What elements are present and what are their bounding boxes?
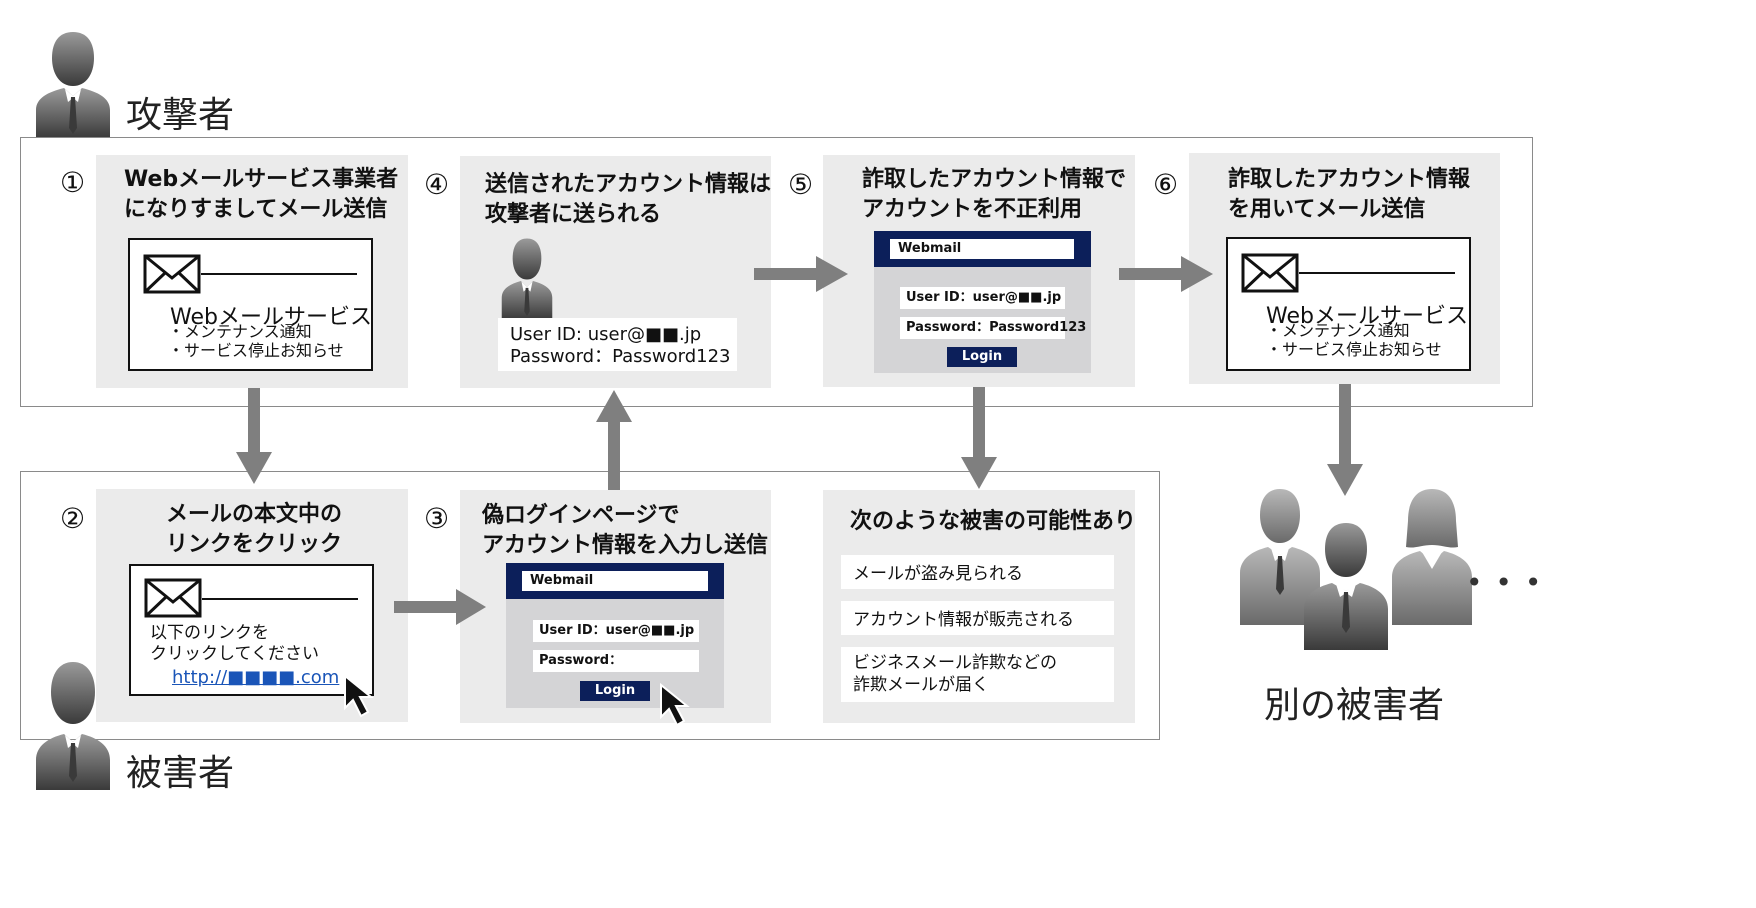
sent-mail-title: Webメールサービス: [1266, 304, 1468, 329]
damage-title: 次のような被害の可能性あり: [850, 509, 1137, 534]
password-field: Password：Password123: [900, 317, 1086, 339]
email-subject-line: [1299, 272, 1455, 274]
link-mail-line: 以下のリンクを: [150, 623, 269, 643]
user-id-field: User ID：user@■■.jp: [900, 287, 1065, 309]
step-1-number: ①: [60, 166, 86, 199]
mouse-cursor-icon: [344, 673, 374, 718]
step-5-title: 詐取したアカウント情報でアカウントを不正利用: [862, 167, 1127, 222]
phish-mail-title: Webメールサービス: [170, 305, 372, 330]
step-3-number: ③: [424, 502, 450, 535]
phishing-link[interactable]: http://■■■■.com: [172, 667, 340, 688]
login-button: Login: [947, 347, 1017, 367]
phish-mail-line: ・メンテナンス通知: [168, 322, 312, 341]
step-6-title: 詐取したアカウント情報を用いてメール送信: [1228, 167, 1471, 222]
webmail-title: Webmail: [522, 571, 708, 591]
attacker-label: 攻撃者: [126, 95, 235, 136]
sent-mail-line: ・メンテナンス通知: [1266, 321, 1410, 340]
damage-item: アカウント情報が販売される: [841, 601, 1114, 635]
login-button[interactable]: Login: [580, 681, 650, 701]
step-2-number: ②: [60, 502, 86, 535]
step-2-title: メールの本文中のリンクをクリック: [166, 502, 343, 557]
damage-item: ビジネスメール詐欺などの詐欺メールが届く: [841, 647, 1114, 702]
attacker-small-icon: [501, 238, 553, 319]
envelope-icon: [144, 578, 202, 618]
fake-login-window: Webmail User ID：user@■■.jp Password： Log…: [506, 563, 724, 708]
webmail-title: Webmail: [890, 239, 1074, 259]
envelope-icon: [143, 254, 201, 294]
mouse-cursor-icon: [660, 682, 690, 727]
victim-label: 被害者: [126, 753, 235, 794]
abused-webmail-window: Webmail User ID：user@■■.jp Password：Pass…: [874, 231, 1091, 373]
step-1-title: Webメールサービス事業者になりすましてメール送信: [124, 167, 399, 222]
email-subject-line: [202, 598, 358, 600]
sent-mail-line: ・サービス停止お知らせ: [1266, 340, 1442, 359]
victim-person-icon: [36, 662, 110, 790]
other-victims-label: 別の被害者: [1264, 685, 1445, 726]
other-victims-group-icon: [1240, 489, 1472, 650]
damage-item: メールが盗み見られる: [841, 555, 1114, 589]
step-4-number: ④: [424, 168, 450, 201]
user-id-field[interactable]: User ID：user@■■.jp: [533, 620, 699, 642]
step-5-number: ⑤: [788, 168, 814, 201]
email-subject-line: [201, 273, 357, 275]
link-mail-line: クリックしてください: [150, 644, 319, 664]
step-4-title: 送信されたアカウント情報は攻撃者に送られる: [485, 172, 772, 227]
attacker-person-icon: [36, 32, 110, 138]
password-field[interactable]: Password：: [533, 650, 699, 672]
step-6-number: ⑥: [1153, 168, 1179, 201]
more-victims-ellipsis: • • •: [1466, 566, 1544, 599]
phish-mail-line: ・サービス停止お知らせ: [168, 341, 344, 360]
step-3-title: 偽ログインページでアカウント情報を入力し送信: [482, 503, 769, 558]
envelope-icon: [1241, 253, 1299, 293]
